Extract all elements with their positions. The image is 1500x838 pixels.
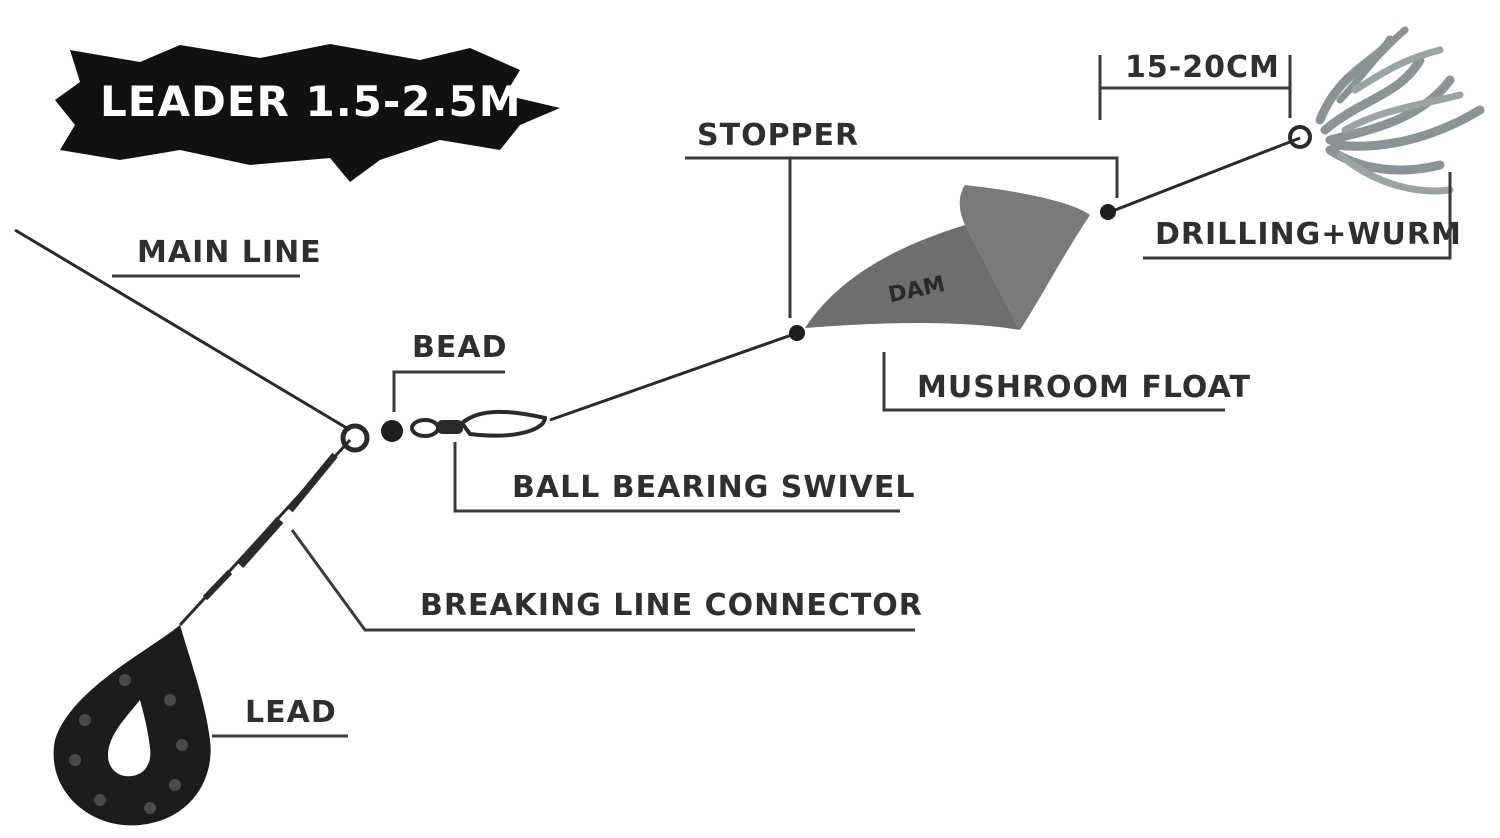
lead-dot: [79, 714, 91, 726]
drilling-hook-worm: [1288, 26, 1485, 195]
worm: [1320, 55, 1425, 135]
label-main-line: MAIN LINE: [112, 235, 322, 278]
label-breaking-connector-text: BREAKING LINE CONNECTOR: [420, 588, 923, 623]
lead-dot: [164, 694, 176, 706]
lead-dot: [94, 794, 106, 806]
label-distance-text: 15-20CM: [1125, 50, 1280, 85]
swivel-barrel: [437, 420, 463, 434]
label-float: MUSHROOM FLOAT: [882, 352, 1251, 412]
label-lead-text: LEAD: [245, 695, 337, 730]
label-breaking-connector: BREAKING LINE CONNECTOR: [290, 529, 923, 632]
label-swivel-leader: [453, 442, 900, 513]
lead-hole: [108, 700, 151, 777]
float-body: [805, 225, 1020, 330]
main-line: [14, 228, 351, 432]
label-bait-leader: [1143, 172, 1452, 260]
float-cap: [959, 185, 1090, 330]
label-bait: DRILLING+WURM: [1143, 172, 1462, 260]
label-stopper-leader: [685, 156, 1119, 198]
label-breaking-connector-leader: [290, 529, 915, 632]
banner-shape: [55, 44, 560, 182]
label-stopper-text: STOPPER: [697, 118, 859, 153]
connector-clip: [202, 569, 233, 601]
lead-dot: [119, 674, 131, 686]
label-float-leader: [882, 352, 1225, 412]
lead-weight: [53, 625, 211, 826]
title-text: LEADER 1.5-2.5M: [100, 77, 522, 126]
stopper-bead-lower: [789, 325, 805, 341]
leader-line-upper: [1109, 136, 1301, 214]
bead: [381, 420, 403, 442]
label-bead-text: BEAD: [412, 330, 507, 365]
worm: [1336, 151, 1454, 195]
label-float-text: MUSHROOM FLOAT: [917, 370, 1251, 405]
label-bead-leader: [392, 370, 505, 412]
label-stopper: STOPPER: [685, 118, 1119, 318]
swivel-snap: [459, 409, 548, 438]
label-main-line-text: MAIN LINE: [137, 235, 322, 270]
mushroom-float: DAM: [789, 185, 1116, 341]
label-bead: BEAD: [392, 330, 507, 412]
label-distance: 15-20CM: [1098, 50, 1292, 120]
ring: [340, 423, 370, 453]
lead-dot: [144, 802, 156, 814]
worm: [1336, 26, 1409, 104]
label-swivel: BALL BEARING SWIVEL: [453, 442, 915, 513]
breaking-line-connector: [202, 452, 338, 601]
connector-swivel: [236, 517, 284, 568]
swivel-ring-a: [410, 418, 440, 438]
lead-dot: [169, 779, 181, 791]
lead-dot: [69, 754, 81, 766]
label-bait-text: DRILLING+WURM: [1155, 217, 1462, 252]
title-banner: LEADER 1.5-2.5M: [55, 44, 560, 182]
lead-dot: [176, 739, 188, 751]
label-swivel-text: BALL BEARING SWIVEL: [512, 470, 915, 505]
worm: [1330, 105, 1485, 151]
worm: [1351, 46, 1444, 94]
hook-eye: [1288, 125, 1312, 149]
worm: [1341, 91, 1464, 134]
connector-tube: [287, 452, 338, 513]
ball-bearing-swivel: [410, 409, 548, 438]
label-lead: LEAD: [212, 695, 348, 738]
worm: [1325, 75, 1455, 145]
stopper-bead-upper: [1100, 204, 1116, 220]
leader-line-lower: [549, 330, 801, 422]
